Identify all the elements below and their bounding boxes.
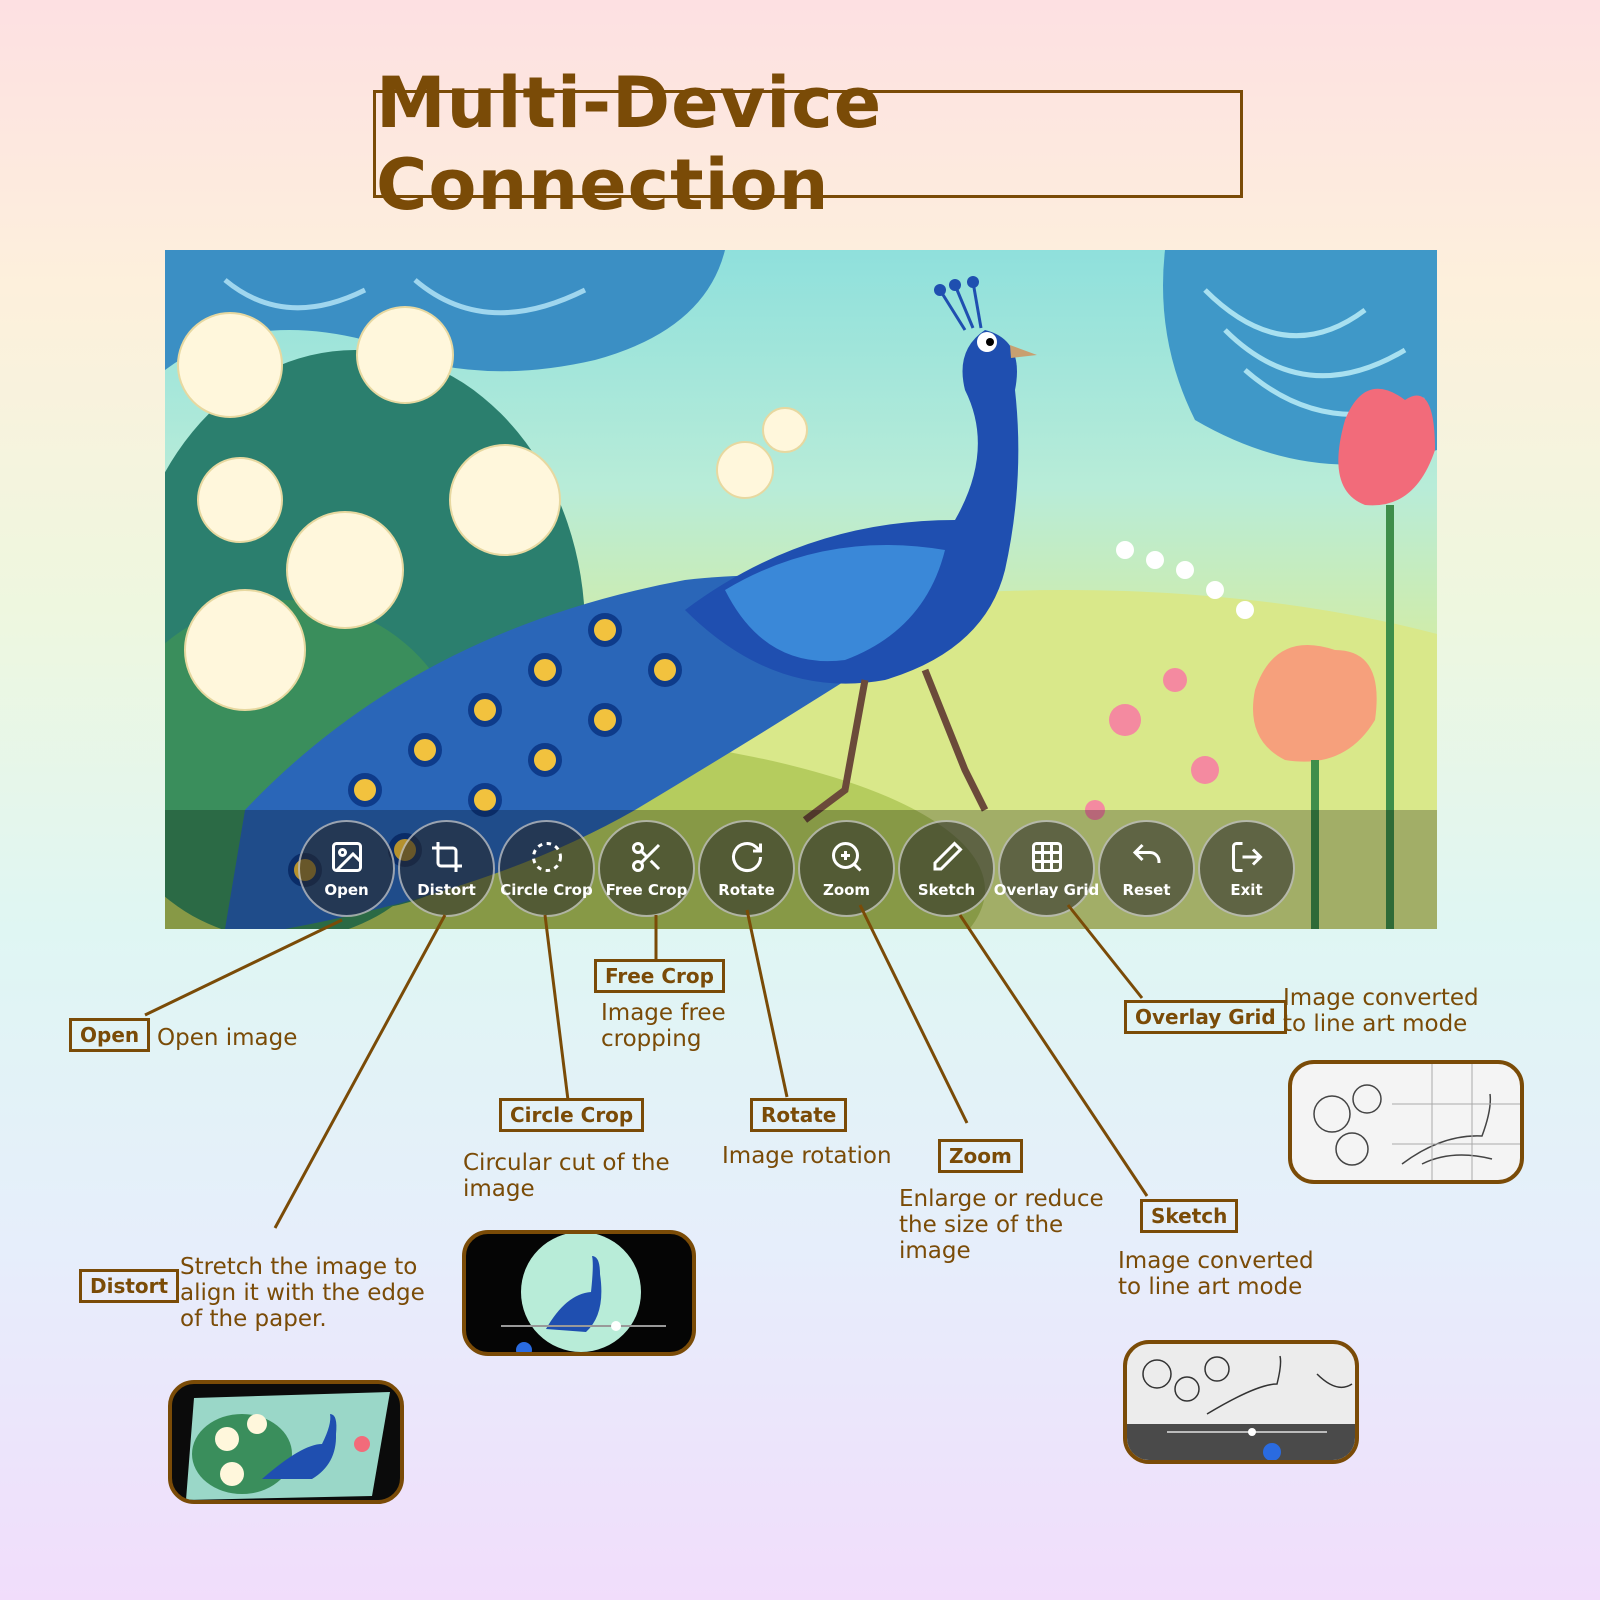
open-callout-desc: Open image	[157, 1025, 298, 1051]
distort-callout-tag: Distort	[79, 1269, 180, 1303]
app-canvas: Open Distort Circle Crop Free Crop Rotat…	[165, 250, 1437, 929]
circle-crop-image-preview	[501, 1234, 666, 1352]
free-crop-button-label: Free Crop	[605, 880, 688, 899]
exit-icon	[1231, 841, 1263, 872]
overlay-grid-preview-thumbnail	[1288, 1060, 1524, 1184]
scissors-icon	[631, 841, 660, 872]
sketch-callout-tag: Sketch	[1140, 1199, 1239, 1233]
distort-button-label: Distort	[417, 880, 476, 899]
rotate-button[interactable]: Rotate	[698, 820, 795, 917]
free-crop-button[interactable]: Free Crop	[598, 820, 695, 917]
distort-callout-desc: Stretch the image to align it with the e…	[180, 1254, 425, 1332]
overlay-grid-button[interactable]: Overlay Grid	[994, 820, 1099, 917]
pencil-icon	[933, 840, 963, 870]
distort-button[interactable]: Distort	[398, 820, 495, 917]
exit-button[interactable]: Exit	[1198, 820, 1295, 917]
reset-button[interactable]: Reset	[1098, 820, 1195, 917]
rotate-icon	[731, 841, 762, 872]
open-callout-tag: Open	[69, 1018, 151, 1052]
overlay-grid-callout-tag: Overlay Grid	[1124, 1000, 1287, 1034]
circle-crop-button[interactable]: Circle Crop	[498, 820, 595, 917]
rotate-callout-desc: Image rotation	[722, 1143, 892, 1169]
overlay-grid-callout-desc: Image converted to line art mode	[1283, 985, 1479, 1037]
sketch-button-label: Sketch	[917, 880, 976, 899]
grid-line-art-preview	[1313, 1064, 1520, 1180]
main-toolbar: Open Distort Circle Crop Free Crop Rotat…	[298, 820, 1295, 920]
dashed-circle-icon	[531, 841, 562, 872]
rotate-button-label: Rotate	[718, 880, 775, 899]
distort-preview-thumbnail	[168, 1380, 404, 1504]
sketch-button[interactable]: Sketch	[898, 820, 995, 917]
free-crop-callout-tag: Free Crop	[594, 959, 725, 993]
overlay-grid-button-label: Overlay Grid	[993, 880, 1100, 899]
zoom-callout-tag: Zoom	[938, 1139, 1023, 1173]
sketch-preview-thumbnail	[1123, 1340, 1359, 1464]
rotate-callout-tag: Rotate	[750, 1098, 848, 1132]
reset-button-label: Reset	[1122, 880, 1171, 899]
page-title: Multi-Device Connection	[373, 62, 1243, 226]
circle-crop-callout-desc: Circular cut of the image	[463, 1150, 670, 1202]
free-crop-callout-desc: Image free cropping	[601, 1000, 726, 1052]
zoom-callout-desc: Enlarge or reduce the size of the image	[899, 1186, 1104, 1264]
sketch-callout-desc: Image converted to line art mode	[1118, 1248, 1314, 1300]
open-button-label: Open	[324, 880, 369, 899]
grid-icon	[1031, 841, 1062, 872]
distorted-image-preview	[186, 1392, 390, 1500]
zoom-in-icon	[831, 841, 862, 872]
circle-crop-preview-thumbnail	[462, 1230, 696, 1356]
image-icon	[331, 841, 362, 872]
undo-icon	[1132, 843, 1160, 863]
exit-button-label: Exit	[1230, 880, 1263, 899]
open-button[interactable]: Open	[298, 820, 395, 917]
peacock-illustration	[165, 250, 1437, 929]
zoom-button-label: Zoom	[822, 880, 871, 899]
zoom-button[interactable]: Zoom	[798, 820, 895, 917]
circle-crop-callout-tag: Circle Crop	[499, 1098, 645, 1132]
crop-icon	[431, 841, 462, 872]
circle-crop-button-label: Circle Crop	[500, 880, 593, 899]
page-title-text: Multi-Device Connection	[376, 62, 883, 226]
sketch-line-art-preview	[1127, 1355, 1355, 1460]
